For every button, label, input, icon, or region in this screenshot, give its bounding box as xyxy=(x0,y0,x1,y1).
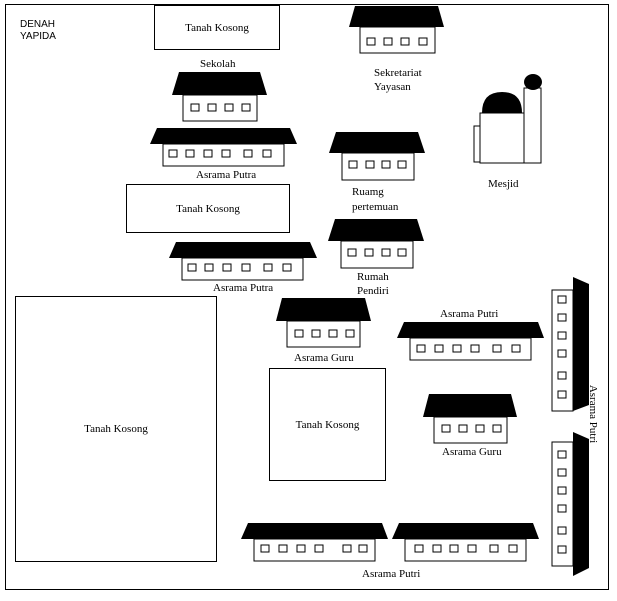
label-rumah-pendiri: Rumah Pendiri xyxy=(357,270,389,298)
mosque xyxy=(473,74,542,164)
label-asrama-putri-bottom: Asrama Putri xyxy=(362,568,421,580)
label-rumah-line2: Pendiri xyxy=(357,285,389,297)
label-asrama-guru-2: Asrama Guru xyxy=(442,446,502,458)
empty-lot-middle-left-label: Tanah Kosong xyxy=(176,202,240,215)
empty-lot-large-label: Tanah Kosong xyxy=(84,423,148,435)
empty-lot-center-label: Tanah Kosong xyxy=(295,418,360,431)
map-frame xyxy=(5,4,609,590)
building-rumah-pendiri xyxy=(328,219,424,269)
building-asrama-putri-top xyxy=(397,322,544,361)
label-asrama-guru-1: Asrama Guru xyxy=(294,352,354,364)
empty-lot-top: Tanah Kosong xyxy=(154,5,280,50)
building-asrama-guru-2 xyxy=(423,394,517,444)
building-asrama-putri-bottom-2 xyxy=(392,523,539,562)
building-asrama-putra-2 xyxy=(169,242,317,281)
building-sekolah xyxy=(172,72,267,122)
label-asrama-putra-1: Asrama Putra xyxy=(196,169,257,181)
map-title: DENAH YAPIDA xyxy=(20,19,56,43)
building-asrama-guru-1 xyxy=(276,298,371,348)
building-asrama-putri-vertical-bottom xyxy=(551,432,589,576)
label-sekretariat-line2: Yayasan xyxy=(374,81,411,93)
building-asrama-putri-bottom-1 xyxy=(241,523,388,562)
empty-lot-top-label: Tanah Kosong xyxy=(185,21,249,34)
map-title-line1: DENAH xyxy=(20,19,56,30)
label-ruang-line2: pertemuan xyxy=(352,201,399,213)
empty-lot-large: Tanah Kosong xyxy=(15,296,217,562)
label-sekretariat-line1: Sekretariat xyxy=(374,67,422,79)
label-ruang-line1: Ruamg xyxy=(352,186,384,198)
building-sekretariat xyxy=(349,6,444,54)
empty-lot-center: Tanah Kosong xyxy=(269,368,386,481)
label-ruang-pertemuan: Ruamg pertemuan xyxy=(352,185,398,215)
building-asrama-putri-vertical-top xyxy=(551,277,589,412)
label-sekretariat: Sekretariat Yayasan xyxy=(374,66,422,94)
label-asrama-putri-vertical: Asrama Putri xyxy=(587,384,600,444)
label-sekolah: Sekolah xyxy=(200,58,236,70)
building-ruang-pertemuan xyxy=(329,132,425,181)
empty-lot-middle-left: Tanah Kosong xyxy=(126,184,290,233)
label-mesjid: Mesjid xyxy=(488,178,519,190)
label-asrama-putra-2: Asrama Putra xyxy=(213,282,274,294)
building-asrama-putra-1 xyxy=(150,128,297,167)
label-rumah-line1: Rumah xyxy=(357,271,389,283)
map-title-line2: YAPIDA xyxy=(20,31,56,42)
label-asrama-putri-top: Asrama Putri xyxy=(440,308,499,320)
